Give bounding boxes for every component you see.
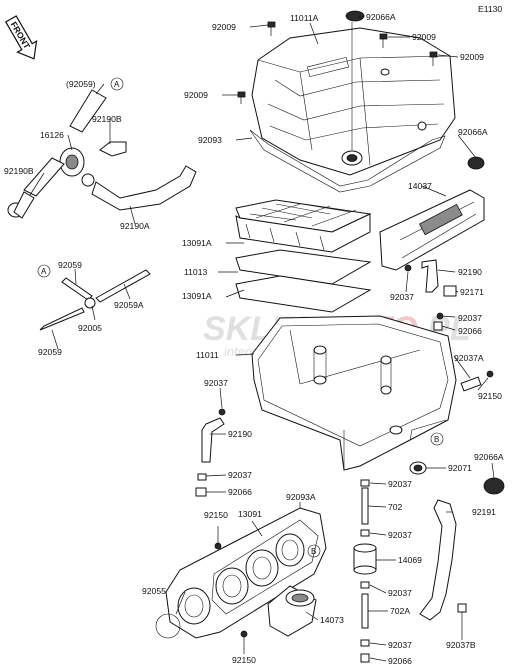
callout-a-left: A <box>37 264 51 278</box>
housing-side-fittings <box>195 370 505 497</box>
part-label: 92071 <box>448 463 472 473</box>
part-label: 92037 <box>388 640 412 650</box>
part-label: 92009 <box>412 32 436 42</box>
part-label: 92009 <box>184 90 208 100</box>
part-label: 92037B <box>446 640 476 650</box>
part-label: (92059) <box>66 79 96 89</box>
part-label: 11013 <box>184 267 207 277</box>
part-label: 92150 <box>232 655 256 665</box>
part-label: 92093A <box>286 492 316 502</box>
part-label: 92190 <box>458 267 482 277</box>
part-label: 92037 <box>228 470 252 480</box>
part-label: 92059A <box>114 300 144 310</box>
cover-gasket <box>249 129 446 193</box>
breather-hoses <box>7 89 197 219</box>
callout-b-housing-label: B <box>434 435 439 444</box>
part-label: 92009 <box>212 22 236 32</box>
part-label: 11011A <box>290 13 319 23</box>
part-label: 13091A <box>182 238 212 248</box>
part-label: 92066 <box>458 326 482 336</box>
part-label: 92093 <box>198 135 222 145</box>
part-label: 92066A <box>366 12 396 22</box>
leader-lines <box>29 16 495 662</box>
front-arrow-icon: FRONT <box>4 15 38 60</box>
hose-fittings-right <box>404 259 457 331</box>
callout-a-top-label: A <box>114 80 120 89</box>
part-label: 702 <box>388 502 403 512</box>
part-label: 92009 <box>460 52 484 62</box>
part-label: 92005 <box>78 323 102 333</box>
part-label: 14037 <box>408 181 432 191</box>
part-label: 92037A <box>454 353 484 363</box>
part-label: 92066A <box>474 452 504 462</box>
part-label: 92059 <box>38 347 62 357</box>
grommet-icon <box>237 21 438 104</box>
part-label: 92190A <box>120 221 150 231</box>
callout-b-holder-label: B <box>311 547 316 556</box>
part-label: 92150 <box>478 391 502 401</box>
air-cleaner-cover <box>251 10 456 176</box>
part-label: 92066 <box>228 487 252 497</box>
part-label: 14069 <box>398 555 422 565</box>
part-label: 11011 <box>196 350 219 360</box>
part-label: 92150 <box>204 510 228 520</box>
callout-b-housing: B <box>430 432 444 446</box>
diagram-code: E1130 <box>478 4 502 14</box>
part-label: 92190B <box>92 114 122 124</box>
throttle-body-holder <box>155 507 327 639</box>
part-label: 92037 <box>204 378 228 388</box>
part-label: 92190B <box>4 166 34 176</box>
part-label: 13091A <box>182 291 212 301</box>
callout-a-left-label: A <box>41 267 47 276</box>
air-cleaner-housing <box>251 315 457 471</box>
part-label: 13091 <box>238 509 262 519</box>
part-label: 92059 <box>58 260 82 270</box>
part-label: 92055 <box>142 586 166 596</box>
vacuum-line-assembly <box>353 479 467 663</box>
part-label: 92037 <box>458 313 482 323</box>
drain-plug-cap <box>467 156 485 170</box>
part-label: 16126 <box>40 130 64 140</box>
part-label: 92037 <box>390 292 414 302</box>
drain-tubes <box>39 269 151 331</box>
callout-a-top: A <box>110 77 124 91</box>
part-label: 92171 <box>460 287 484 297</box>
part-label: 92190 <box>228 429 252 439</box>
part-label: 92037 <box>388 530 412 540</box>
air-filter-element <box>235 199 372 313</box>
part-label: 14073 <box>320 615 344 625</box>
part-labels: 92009 11011A 92066A 92009 92009 92009 92… <box>4 12 504 666</box>
part-label: 92191 <box>472 507 496 517</box>
part-label: 702A <box>390 606 410 616</box>
callout-b-holder: B <box>307 544 321 558</box>
part-label: 92066 <box>388 656 412 666</box>
part-label: 92066A <box>458 127 488 137</box>
part-label: 92037 <box>388 479 412 489</box>
air-duct-14037 <box>379 189 485 271</box>
part-label: 92037 <box>388 588 412 598</box>
